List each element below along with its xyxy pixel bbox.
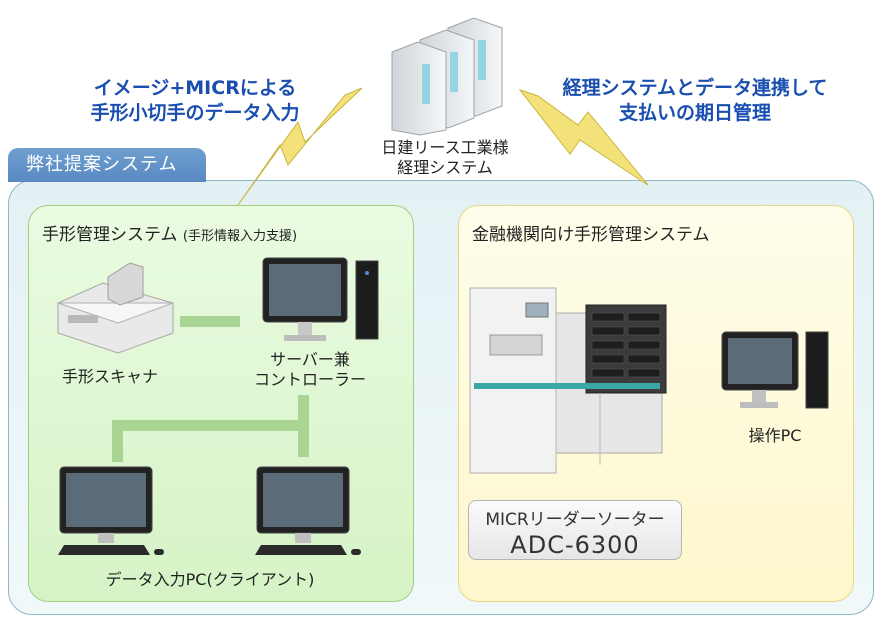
server-caption-line2: 経理システム bbox=[397, 158, 493, 177]
headline-right: 経理システムとデータ連携して 支払いの期日管理 bbox=[540, 76, 850, 126]
operation-pc-label: 操作PC bbox=[748, 426, 802, 445]
left-panel-title-main: 手形管理システム bbox=[42, 225, 178, 245]
server-controller-label-line1: サーバー兼 bbox=[270, 350, 350, 369]
server-pc-icon bbox=[262, 257, 379, 341]
headline-right-line1: 経理システムとデータ連携して bbox=[562, 77, 828, 99]
client-pc-2-icon bbox=[255, 466, 361, 555]
headline-left: イメージ+MICRによる 手形小切手のデータ入力 bbox=[60, 76, 330, 126]
proposal-system-tab: 弊社提案システム bbox=[8, 148, 206, 182]
operation-pc-icon bbox=[721, 331, 829, 409]
scanner-label: 手形スキャナ bbox=[61, 367, 158, 386]
left-panel bbox=[28, 205, 414, 602]
left-panel-title: 手形管理システム (手形情報入力支援) bbox=[42, 220, 297, 245]
server-controller-label-line2: コントローラー bbox=[253, 370, 366, 389]
headline-right-line2: 支払いの期日管理 bbox=[618, 102, 771, 124]
reader-sorter-namebox: MICRリーダーソーター ADC-6300 bbox=[468, 500, 682, 560]
check-scanner-icon bbox=[57, 262, 174, 354]
headline-left-line1: イメージ+MICRによる bbox=[93, 77, 297, 99]
reader-sorter-icon bbox=[469, 287, 667, 474]
server-controller-label: サーバー兼 コントローラー bbox=[235, 350, 385, 390]
client-pc-1-icon bbox=[58, 466, 164, 555]
reader-sorter-model: ADC-6300 bbox=[510, 531, 640, 559]
server-icon bbox=[391, 17, 503, 136]
client-pc-label: データ入力PC(クライアント) bbox=[105, 570, 315, 589]
left-panel-title-sub: (手形情報入力支援) bbox=[182, 229, 298, 244]
reader-sorter-label: MICRリーダーソーター bbox=[485, 510, 665, 530]
right-panel-title: 金融機関向け手形管理システム bbox=[472, 225, 710, 245]
server-caption: 日建リース工業様 経理システム bbox=[360, 138, 530, 178]
server-caption-line1: 日建リース工業様 bbox=[381, 138, 509, 157]
headline-left-line2: 手形小切手のデータ入力 bbox=[90, 102, 300, 124]
